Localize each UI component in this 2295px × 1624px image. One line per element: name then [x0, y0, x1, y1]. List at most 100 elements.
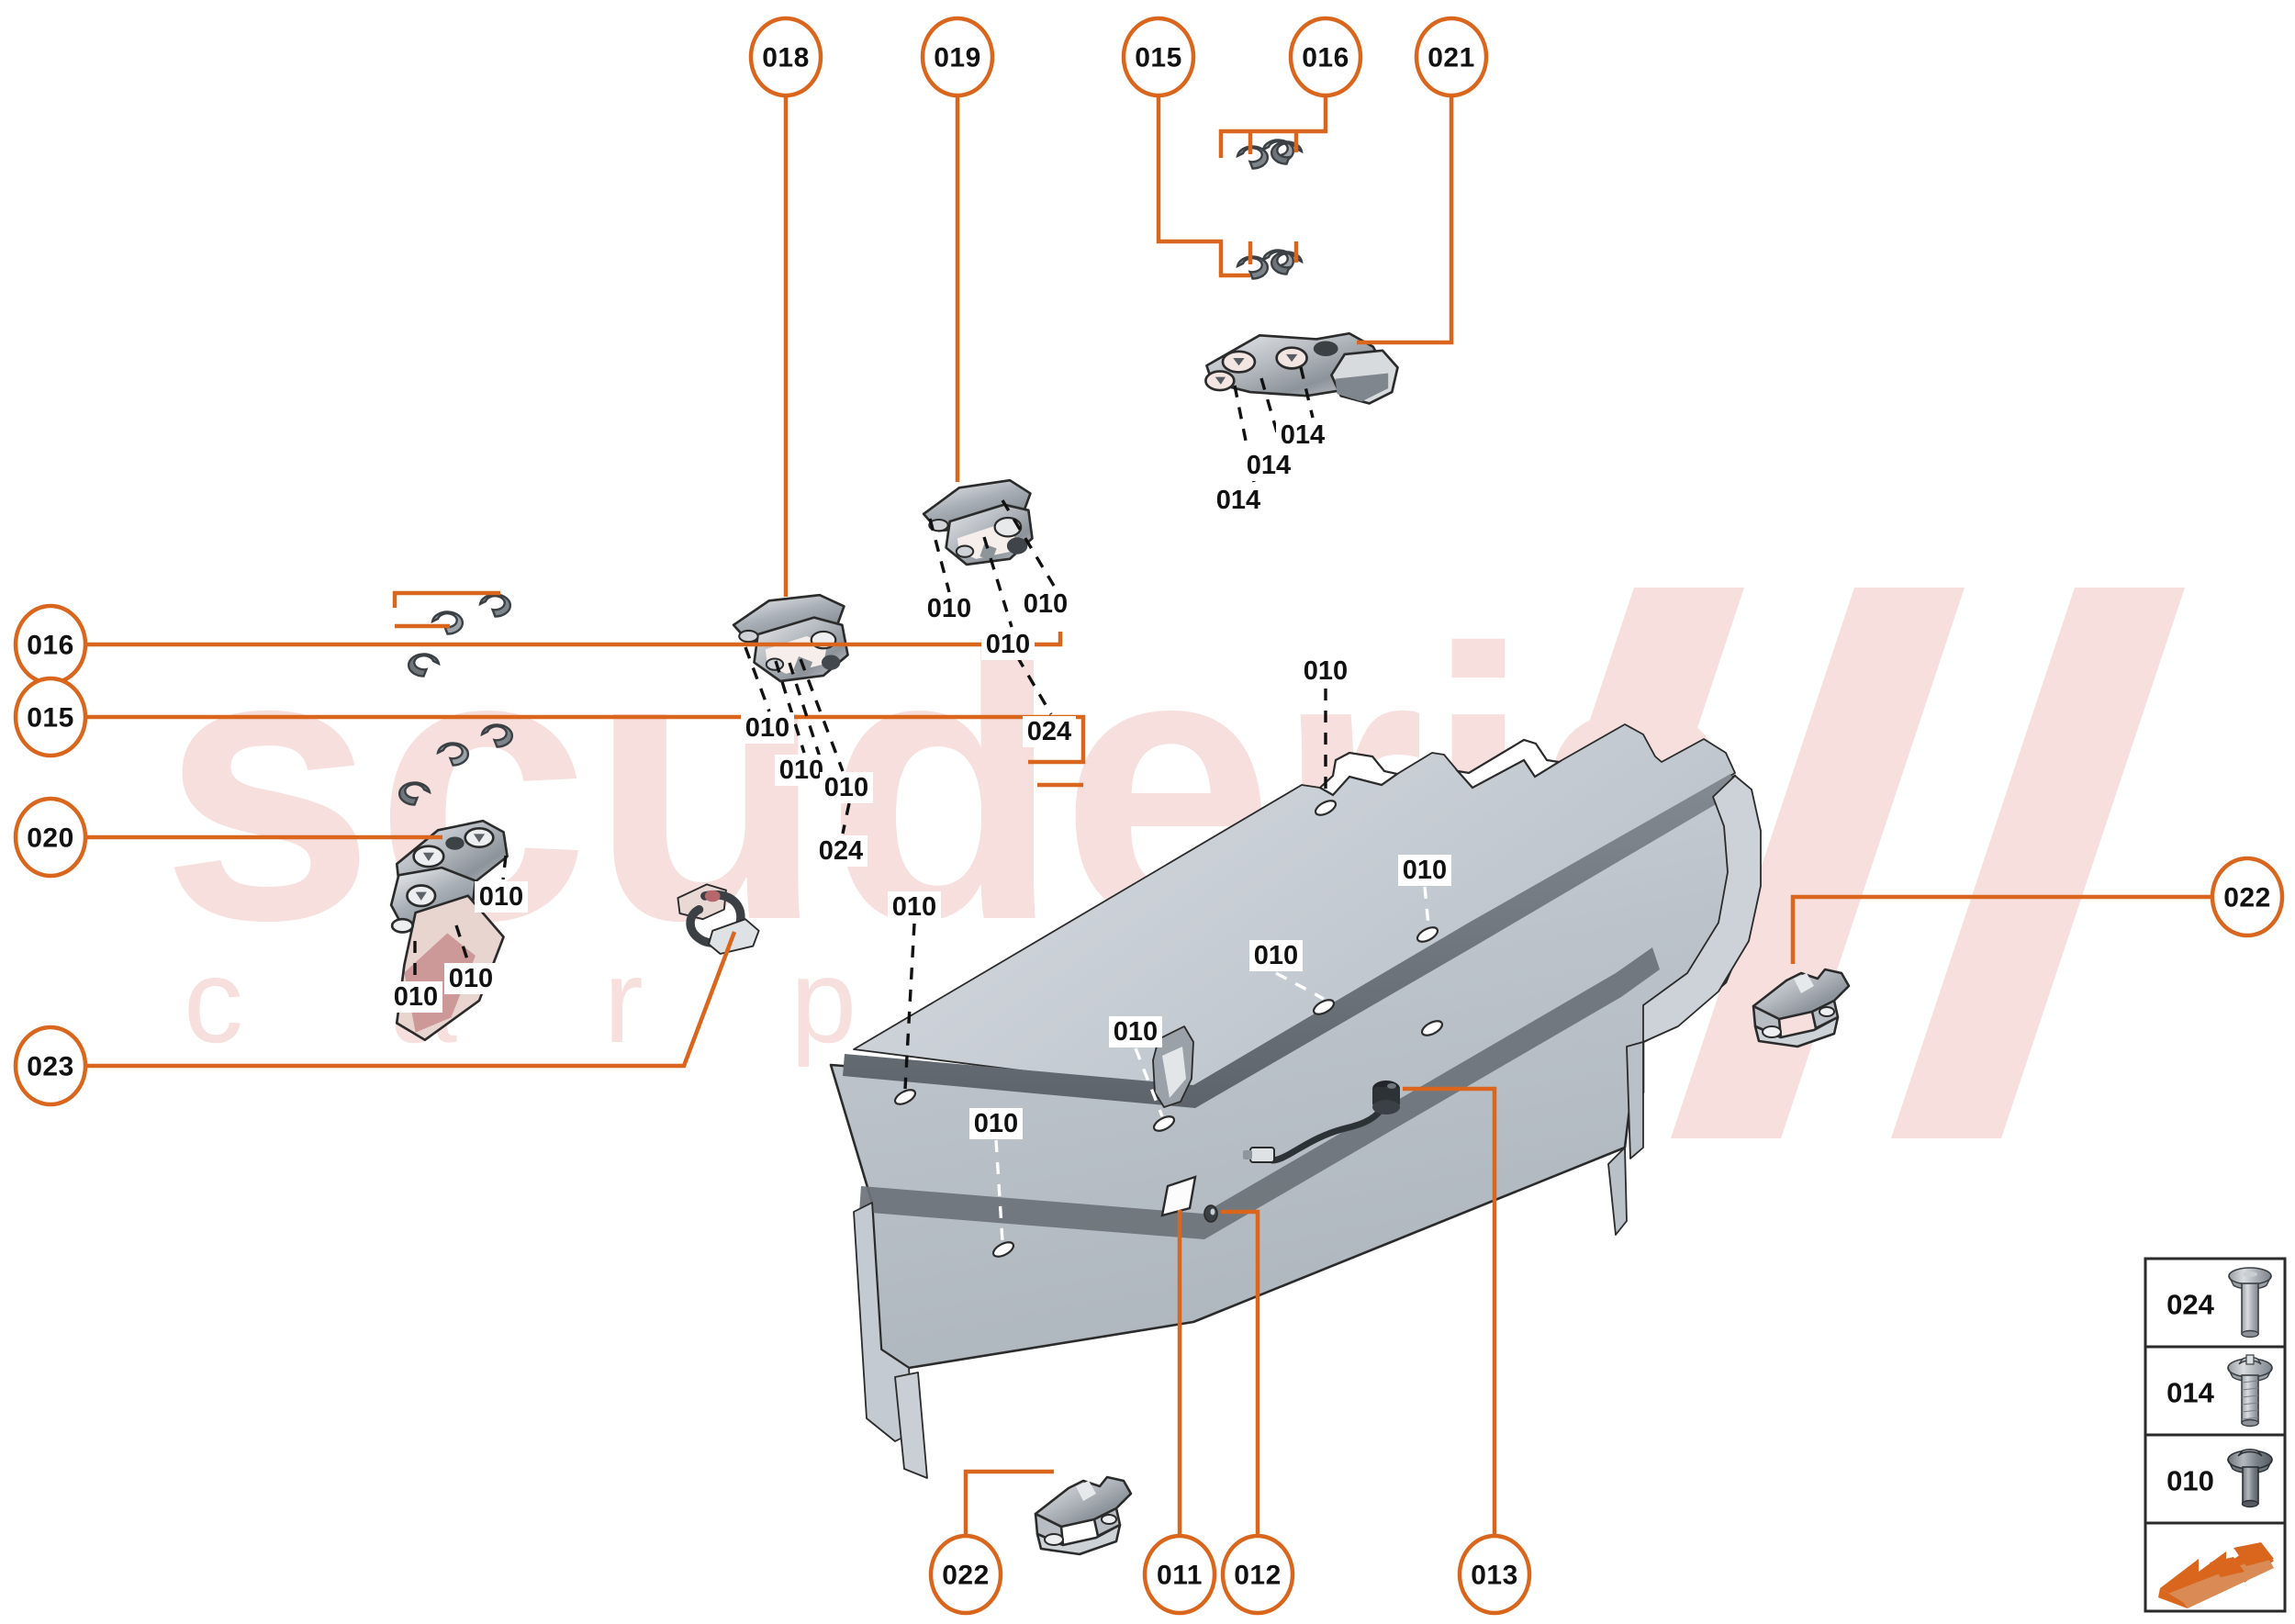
callout-012-c012[interactable]: 012: [1220, 1533, 1295, 1616]
ref-label-backing: [775, 755, 828, 786]
ref-label-backing: [814, 835, 868, 867]
callout-label: 021: [1427, 43, 1475, 73]
ref-label-backing: [1299, 655, 1352, 687]
leader-013: [1403, 1086, 1497, 1540]
callout-bubble-outline[interactable]: [1121, 16, 1196, 98]
dash-019-d: [1015, 655, 1053, 715]
callout-bubble-outline[interactable]: [920, 16, 995, 98]
callout-015-c015l[interactable]: 015: [13, 676, 88, 758]
screw-flange-head-short-icon: [2227, 1449, 2273, 1508]
ref-label-backing: [1019, 588, 1072, 620]
dash-018-d: [799, 658, 845, 772]
callout-016-c016l[interactable]: 016: [13, 603, 88, 686]
ref-label-010-4: 010: [1024, 589, 1068, 619]
callout-label: 020: [27, 823, 74, 854]
leader-016-left-b: [392, 590, 500, 608]
callout-bubble-outline[interactable]: [1142, 1533, 1217, 1616]
checkered-flag-arrow-icon: [2158, 1542, 2274, 1608]
legend-label-014: 014: [2166, 1377, 2214, 1409]
callout-label: 019: [934, 43, 981, 73]
callout-bubble-outline[interactable]: [1457, 1533, 1532, 1616]
ref-label-backing: [1242, 450, 1295, 481]
screw-flat-head-long-icon: [2228, 1267, 2272, 1338]
panel-mounting-holes: [893, 800, 1444, 1258]
callout-bubble-outline[interactable]: [13, 676, 88, 758]
callout-label: 015: [1135, 43, 1182, 73]
ref-label-010-18: 010: [1114, 1017, 1158, 1047]
part-019-hinge: [922, 478, 1034, 566]
callout-022-c022b[interactable]: 022: [928, 1533, 1003, 1616]
ref-label-backing: [1023, 716, 1076, 747]
callout-label: 022: [2223, 883, 2271, 913]
callout-bubble-outline[interactable]: [928, 1533, 1003, 1616]
callout-022-c022r[interactable]: 022: [2210, 856, 2285, 938]
ref-label-010-17: 010: [1254, 941, 1298, 970]
callout-013-c013[interactable]: 013: [1457, 1533, 1532, 1616]
main-trim-panel: [829, 723, 1762, 1479]
callout-bubble-outline[interactable]: [1220, 1533, 1295, 1616]
callout-015-c015t[interactable]: 015: [1121, 16, 1196, 98]
ref-label-010-5: 010: [986, 630, 1030, 659]
callout-011-c011[interactable]: 011: [1142, 1533, 1217, 1616]
callout-016-c016t[interactable]: 016: [1288, 16, 1363, 98]
dash-panel-010-low: [994, 1139, 1004, 1242]
leader-015-top: [1156, 92, 1224, 266]
ref-label-010-12: 010: [449, 964, 493, 993]
leader-012: [1221, 1209, 1260, 1540]
part-022-bracket-bottom: [1034, 1475, 1133, 1556]
circlip-group-015-left: [397, 723, 514, 806]
ref-label-backing: [1212, 485, 1265, 516]
dash-panel-010-right: [1423, 886, 1430, 926]
callout-023-c023[interactable]: 023: [13, 1025, 88, 1107]
ref-label-010-9: 010: [824, 773, 868, 802]
dash-019-c: [982, 536, 1013, 628]
dash-019-b: [1001, 499, 1056, 587]
dash-021-014-c: [1299, 366, 1315, 419]
callout-bubble-outline[interactable]: [2210, 856, 2285, 938]
ref-label-backing: [475, 881, 528, 913]
callout-bubble-outline[interactable]: [1414, 16, 1489, 98]
ref-label-010-15: 010: [1304, 656, 1348, 686]
circlip-group-016-top: [1236, 139, 1304, 170]
callout-020-c020[interactable]: 020: [13, 796, 88, 879]
ref-label-024-6: 024: [1027, 717, 1071, 746]
part-022-bracket-right: [1752, 968, 1851, 1048]
legend-label-024: 024: [2166, 1289, 2214, 1321]
ref-label-backing: [1276, 420, 1329, 451]
callout-018-c018[interactable]: 018: [748, 16, 823, 98]
callout-019-c019[interactable]: 019: [920, 16, 995, 98]
callout-bubble-outline[interactable]: [748, 16, 823, 98]
dash-panel-010-mid: [1275, 971, 1325, 1001]
callout-label: 012: [1234, 1561, 1282, 1591]
ref-label-010-11: 010: [479, 882, 523, 912]
callout-label: 011: [1157, 1561, 1203, 1591]
ref-label-backing: [969, 1108, 1023, 1139]
ref-label-010-13: 010: [394, 982, 438, 1012]
dash-021-014-a: [1233, 385, 1256, 483]
ref-label-010-7: 010: [745, 713, 789, 743]
ref-label-backing: [1398, 855, 1451, 886]
ref-label-backing: [444, 963, 498, 994]
dash-020-a: [501, 855, 508, 880]
dash-018-a: [744, 646, 771, 712]
leader-015-top-c: [1218, 266, 1250, 278]
dash-018-b: [774, 660, 806, 754]
callout-bubble-outline[interactable]: [1288, 16, 1363, 98]
legend-box: 024 014 010: [2144, 1257, 2287, 1613]
callout-label: 016: [27, 631, 74, 661]
callout-021-c021[interactable]: 021: [1414, 16, 1489, 98]
callout-bubble-outline[interactable]: [13, 796, 88, 879]
ref-label-010-16: 010: [1403, 856, 1447, 885]
legend-row-2-box[interactable]: [2144, 1433, 2287, 1525]
ref-label-backing: [1249, 940, 1303, 971]
callout-bubble-outline[interactable]: [13, 1025, 88, 1107]
ref-label-backing: [741, 712, 794, 744]
ref-label-backing: [981, 629, 1035, 660]
ref-label-010-3: 010: [927, 594, 971, 623]
screw-torx-head-icon: [2227, 1354, 2273, 1428]
callout-label: 018: [762, 43, 810, 73]
